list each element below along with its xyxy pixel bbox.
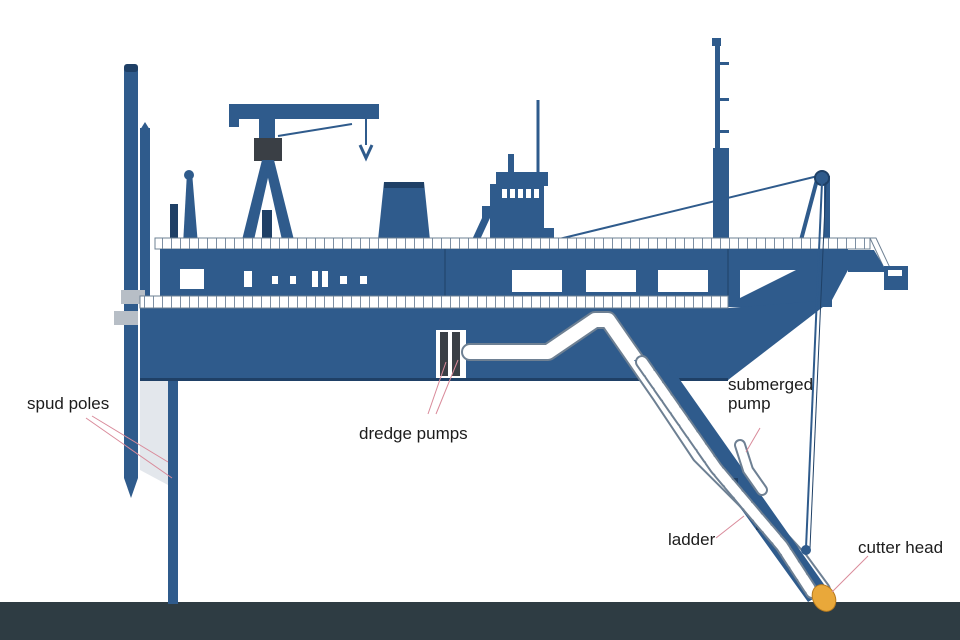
deck-crane [229, 104, 379, 240]
upper-deck-rail [155, 238, 870, 249]
spud-pole-rear-lower [168, 380, 178, 604]
spud-pole-front-top [124, 64, 138, 72]
ladder-label: ladder [668, 530, 715, 550]
deckhouse [378, 182, 430, 240]
hull-bow-upper [832, 249, 848, 300]
seabed [0, 602, 960, 640]
ladder-hoist-wire [806, 182, 822, 548]
hoist-block [801, 545, 811, 555]
spud-pole-front [124, 68, 138, 478]
a-frame-mast [170, 170, 198, 245]
dredge-pumps-label: dredge pumps [359, 424, 468, 444]
crane-cab [254, 138, 282, 161]
spud-pole-shadow [140, 380, 168, 485]
main-deck-rail [140, 296, 728, 308]
spud-poles-label: spud poles [27, 394, 109, 414]
spud-pole-rear-tip [140, 122, 150, 130]
submerged-pump-label: submerged pump [728, 375, 838, 413]
cutter-head-label: cutter head [858, 538, 943, 558]
spud-pole-rear [140, 128, 150, 303]
crane-boom [229, 104, 379, 119]
signal-mast [712, 38, 729, 268]
spud-carriage-lower [114, 311, 138, 325]
wheelhouse [470, 100, 554, 244]
bow-fitting [884, 266, 908, 290]
hull [140, 249, 908, 381]
ladder-gantry [555, 171, 830, 248]
spud-pole-front-tip [124, 478, 138, 498]
